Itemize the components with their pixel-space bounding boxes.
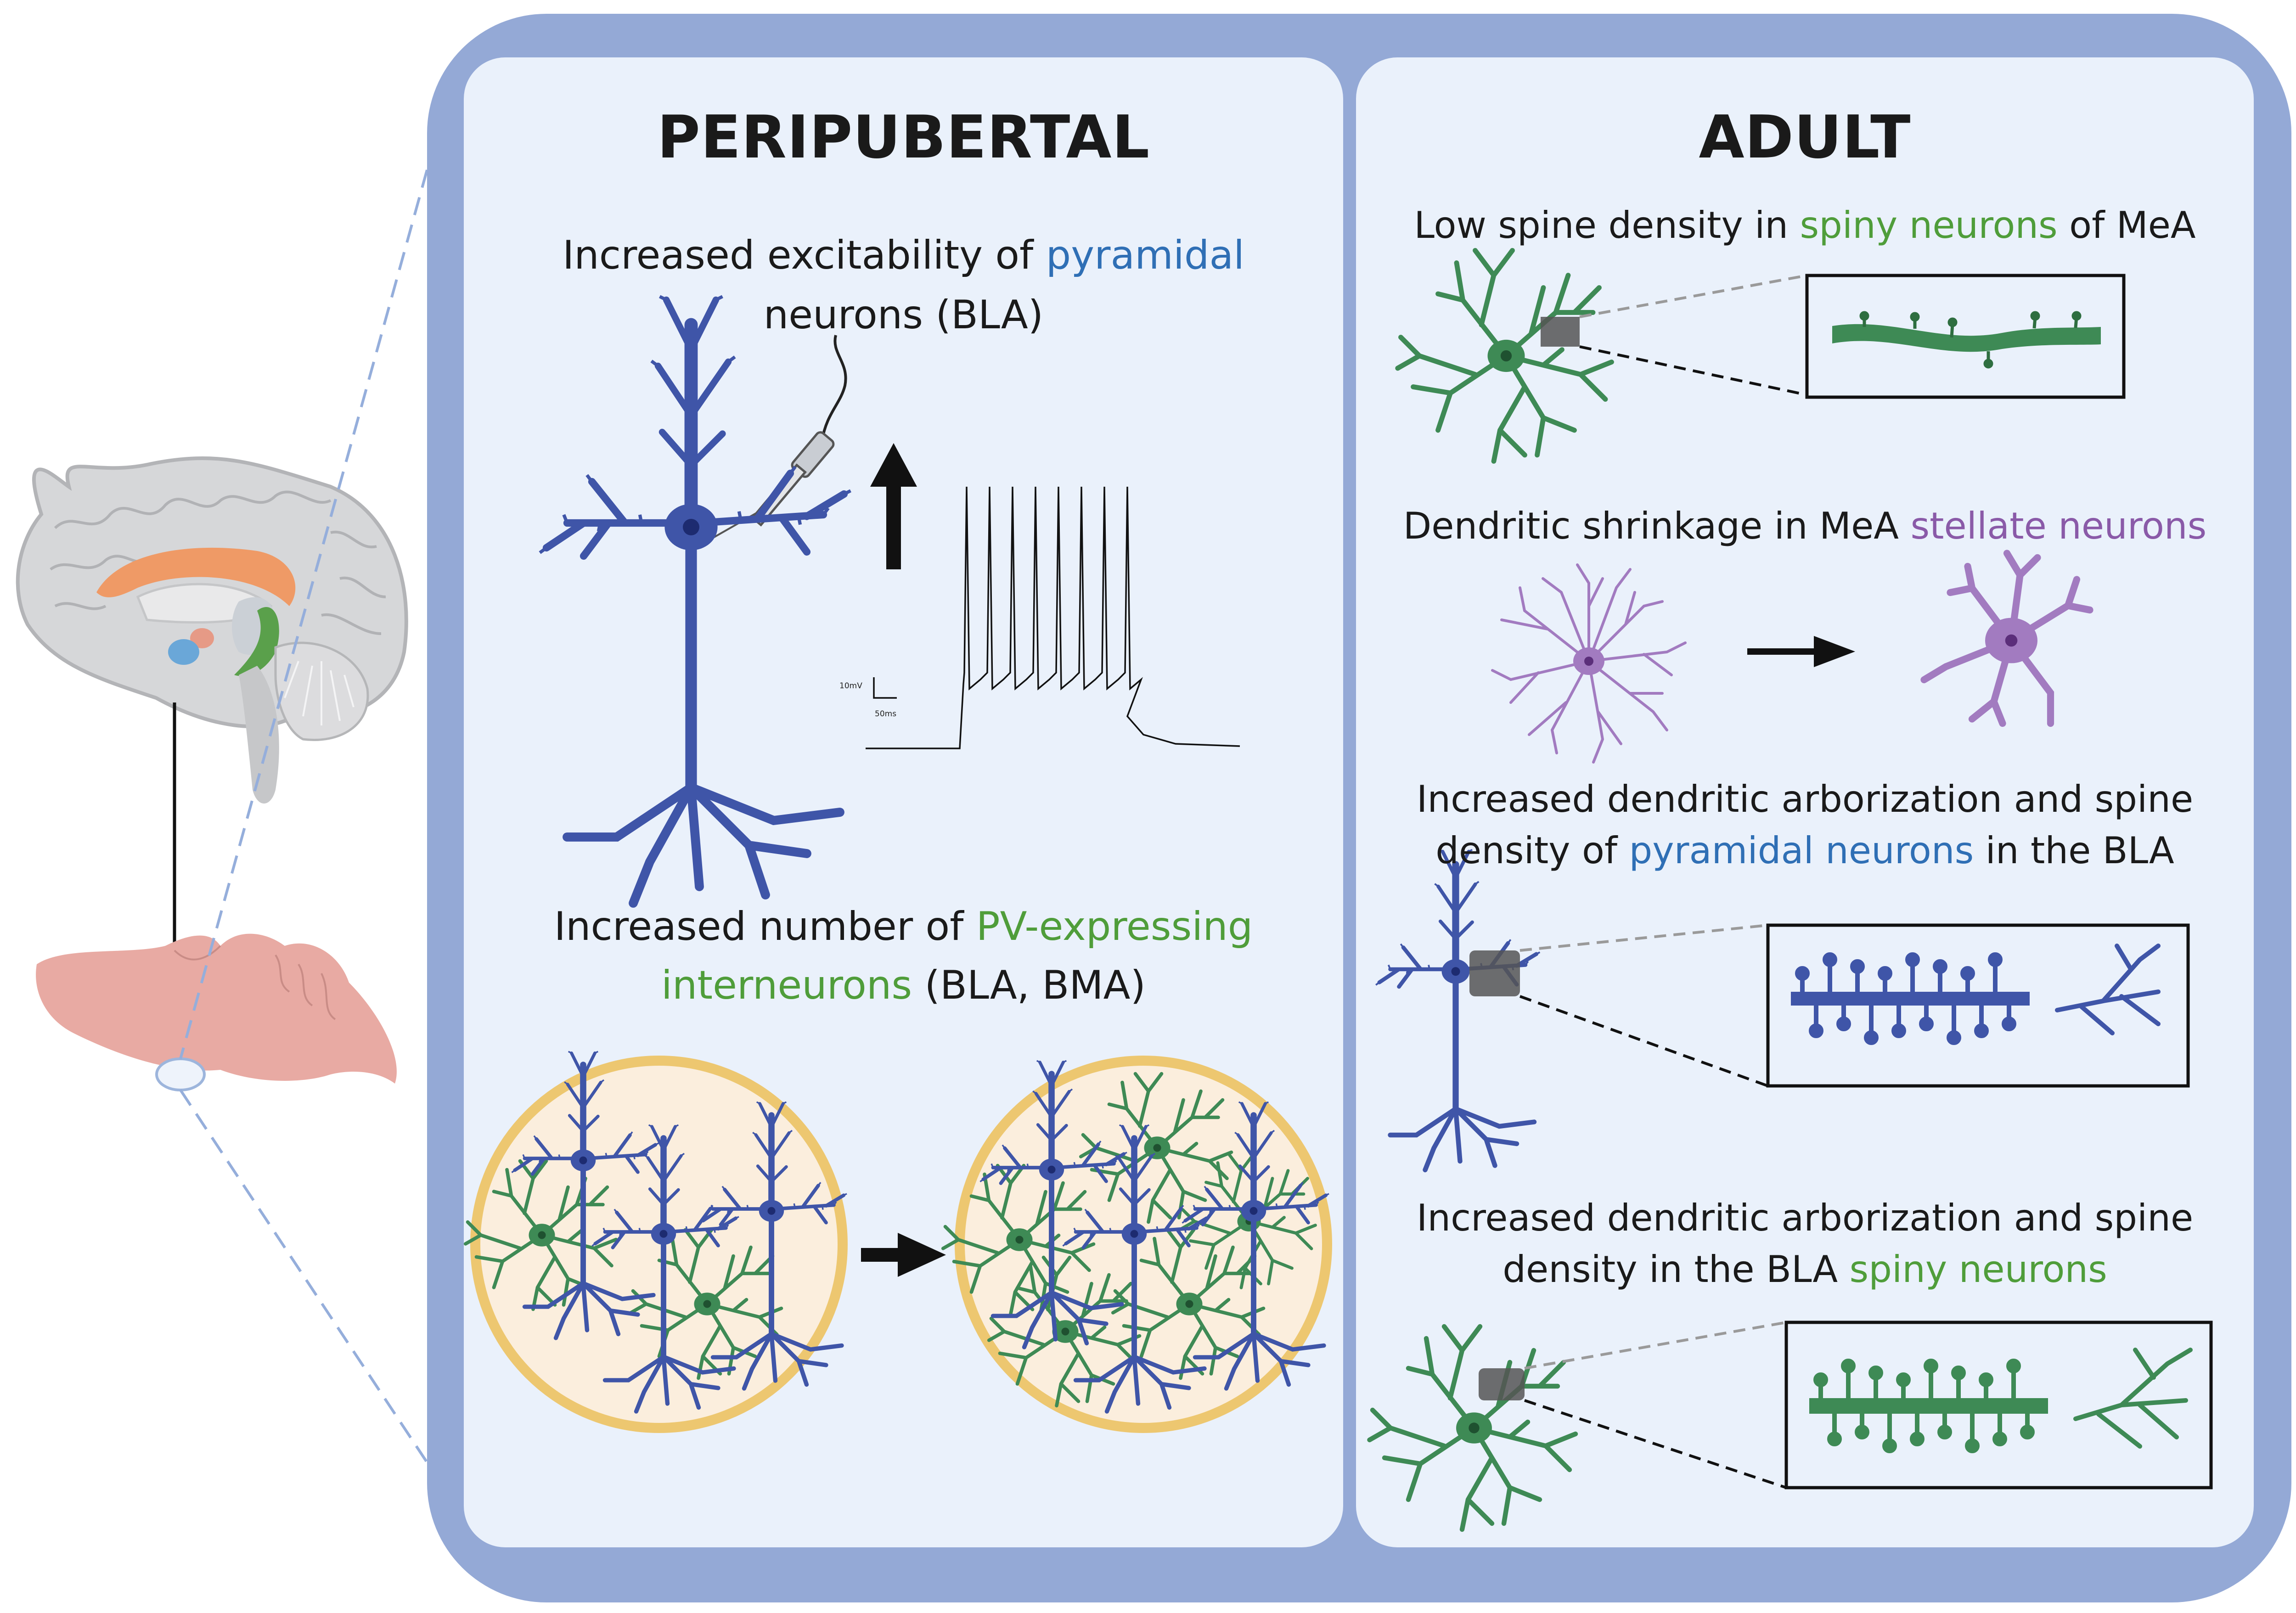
spine-head <box>1905 952 1920 967</box>
adult-heading: ADULT <box>1699 103 1911 172</box>
spine-head <box>1947 1030 1961 1045</box>
spine-low-caption: Low spine density in spiny neurons of Me… <box>1356 200 2254 251</box>
spine-head <box>1937 1425 1952 1439</box>
spine-head <box>1891 1023 1906 1038</box>
pyramidal-highlight: pyramidal <box>1046 232 1245 278</box>
spine-head <box>1813 1372 1828 1387</box>
stellate-caption: Dendritic shrinkage in MeA stellate neur… <box>1356 500 2254 552</box>
pyramidal-caption-line2: density of pyramidal neurons in the BLA <box>1356 825 2254 877</box>
rodent-brain-icon <box>36 933 397 1091</box>
caption-text: of MeA <box>2057 204 2196 247</box>
stellate-highlight: stellate neurons <box>1910 505 2207 547</box>
spine-head <box>1823 952 1837 967</box>
pyramidal-highlight: pyramidal neurons <box>1629 829 1974 872</box>
spine-head <box>1910 1432 1925 1446</box>
interneurons-highlight: interneurons <box>661 962 912 1008</box>
spine-head <box>1992 1432 2007 1446</box>
spine-head <box>1795 966 1810 981</box>
right-arrow-icon <box>1747 636 1855 667</box>
zoom-box <box>1479 1368 1525 1400</box>
dendrite-branch-icon <box>2073 1348 2193 1449</box>
pv-caption-line1: Increased number of PV-expressing <box>464 901 1343 952</box>
spine-head <box>1988 952 2003 967</box>
pyramidal-caption-line1: Increased dendritic arborization and spi… <box>1416 778 2194 821</box>
spine-head <box>1836 1017 1851 1031</box>
spine-head <box>1919 1017 1934 1031</box>
human-brain-icon <box>16 456 408 804</box>
caption-text: in the BLA <box>1974 829 2174 872</box>
spine-head <box>1809 1023 1823 1038</box>
scale-bar <box>873 677 897 699</box>
spine-head <box>1896 1372 1911 1387</box>
zoom-box <box>1541 317 1580 347</box>
spine-head <box>1850 959 1865 974</box>
zoom-lines <box>179 169 428 1463</box>
dendrite-segment-icon <box>1809 1359 2048 1453</box>
zoom-box <box>1469 950 1520 996</box>
caption-text: density of <box>1435 829 1629 872</box>
caption-text: density in the BLA <box>1503 1248 1850 1291</box>
time-scale-label: 50ms <box>875 709 897 719</box>
caption-text: (BLA, BMA) <box>912 962 1146 1008</box>
peripubertal-heading: PERIPUBERTAL <box>657 103 1150 172</box>
spine-head <box>1951 1366 1966 1380</box>
spine-head <box>1827 1432 1842 1446</box>
spine-head <box>1868 1366 1883 1380</box>
caption-text: Increased excitability of <box>562 232 1046 278</box>
zoom-lines <box>1519 924 1769 1087</box>
zoom-lines <box>1579 274 1807 396</box>
spiny-bla-caption-line1: Increased dendritic arborization and spi… <box>1416 1197 2194 1239</box>
excitability-caption-line2: neurons (BLA) <box>763 292 1044 338</box>
spine-head <box>1974 1023 1989 1038</box>
dendrite-segment-icon <box>1832 311 2101 369</box>
amygdala-circle-after <box>943 1056 1332 1433</box>
spiny-highlight: spiny neurons <box>1800 204 2058 247</box>
spine-head <box>1878 966 1892 981</box>
spine-head <box>1960 966 1975 981</box>
caption-text: Dendritic shrinkage in MeA <box>1403 505 1911 547</box>
spine-head <box>2006 1359 2021 1373</box>
action-potential-trace <box>866 486 1240 749</box>
spine-head <box>1882 1439 1897 1453</box>
amygdala-circle-before <box>466 1051 847 1433</box>
spine-head <box>2020 1425 2035 1439</box>
caption-text: Low spine density in <box>1414 204 1800 247</box>
right-arrow-icon <box>861 1233 946 1277</box>
voltage-scale-label: 10mV <box>839 681 862 691</box>
spine-head <box>1841 1359 1856 1373</box>
spine-head <box>2002 1017 2016 1031</box>
spiny-highlight: spiny neurons <box>1849 1248 2107 1291</box>
spine-head <box>1855 1425 1869 1439</box>
pv-caption-line2: interneurons (BLA, BMA) <box>464 960 1343 1011</box>
dendrite-branch-icon <box>2055 944 2161 1035</box>
excitability-caption-line1: Increased excitability of pyramidal <box>464 230 1343 281</box>
adult-panel <box>1356 57 2254 1547</box>
spine-head <box>1933 959 1947 974</box>
zoom-lines <box>1524 1399 1787 1489</box>
spiny-bla-caption-line2: density in the BLA spiny neurons <box>1356 1244 2254 1295</box>
spine-head <box>1864 1030 1879 1045</box>
dendrite-segment-icon <box>1791 952 2030 1045</box>
spine-head <box>1965 1439 1980 1453</box>
spine-head <box>1924 1359 1938 1373</box>
caption-text: Increased number of <box>554 904 976 950</box>
up-arrow-icon <box>870 443 917 569</box>
spine-head <box>1979 1372 1993 1387</box>
pv-highlight: PV-expressing <box>976 904 1253 950</box>
